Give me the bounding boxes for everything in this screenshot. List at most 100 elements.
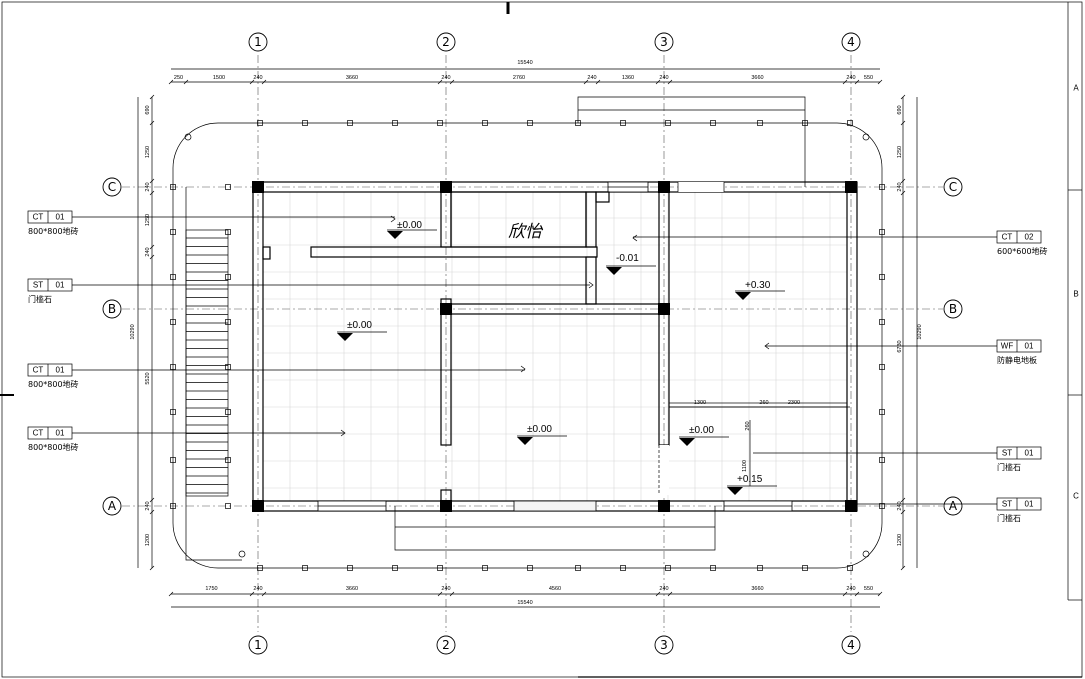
dim-segment-bottom: 240 [659,586,668,592]
svg-text:A: A [108,499,117,513]
dim-segment-top: 240 [441,75,450,81]
axis-bubble-B: B [102,299,122,319]
dim-segment-bottom: 3660 [751,586,763,592]
svg-text:B: B [108,302,116,316]
dim-segment-left: 1250 [145,214,151,226]
axis-bubble-A: A [102,496,122,516]
building-walls [252,181,858,512]
dim-segment-bottom: 240 [846,586,855,592]
svg-text:2: 2 [442,35,450,49]
svg-text:ST: ST [1002,449,1012,458]
svg-text:ST: ST [33,281,43,290]
level-marker: ±0.00 [337,320,387,341]
svg-text:800*800地砖: 800*800地砖 [28,226,79,236]
svg-text:01: 01 [56,213,65,222]
svg-text:01: 01 [1025,342,1034,351]
svg-text:±0.00: ±0.00 [397,220,422,231]
svg-text:门槛石: 门槛石 [997,462,1021,472]
dim-segment-top: 1360 [622,75,634,81]
dim-segment-top: 240 [253,75,262,81]
dim-segment-top: 1500 [213,75,225,81]
axis-bubble-3: 3 [654,32,674,52]
dim-segment-bottom: 1750 [205,586,217,592]
svg-text:1: 1 [254,35,262,49]
structural-columns [252,181,857,512]
level-marker: -0.01 [606,253,656,275]
dim-segment-top: 3660 [346,75,358,81]
axis-bubble-B: B [943,299,963,319]
dim-total-right: 10290 [917,324,923,339]
sheet-edge-mark: B [1073,290,1078,299]
dim-segment-right: 240 [897,501,903,510]
svg-text:1: 1 [254,638,262,652]
svg-text:2: 2 [442,638,450,652]
room-label: 欣怡 [508,222,544,242]
sheet-edge-mark: A [1073,84,1079,93]
material-tag: CT 01 800*800地砖 [27,210,395,236]
dim-segment-top: 240 [846,75,855,81]
svg-text:±0.00: ±0.00 [527,424,552,435]
svg-text:02: 02 [1025,233,1034,242]
dim-segment-bottom: 550 [864,586,873,592]
level-marker: +0.15 [727,474,777,495]
dim-segment-bottom: 240 [253,586,262,592]
svg-text:800*800地砖: 800*800地砖 [28,379,79,389]
axis-bubble-1: 1 [248,32,268,52]
dim-segment-bottom: 240 [441,586,450,592]
svg-text:WF: WF [1001,342,1014,351]
dim-segment-left: 5520 [145,372,151,384]
site-edge-markers [170,120,885,571]
dim-segment-top: 3660 [751,75,763,81]
svg-text:4: 4 [847,35,855,49]
svg-text:CT: CT [33,366,44,375]
dim-total-top: 15540 [517,60,532,66]
material-tag: CT 02 600*600地砖 [633,230,1048,256]
dim-segment-top: 2760 [513,75,525,81]
dim-segment-left: 240 [145,501,151,510]
dim-total-bottom: 15540 [517,600,532,606]
dim-inner: 1100 [742,460,748,472]
axis-bubble-3: 3 [654,635,674,655]
svg-text:800*800地砖: 800*800地砖 [28,442,79,452]
svg-text:门槛石: 门槛石 [997,513,1021,523]
axis-bubble-A: A [943,496,963,516]
level-marker: ±0.00 [679,425,729,446]
sheet-edge-mark: C [1073,492,1079,501]
dim-segment-left: 1200 [145,534,151,546]
svg-text:CT: CT [33,213,44,222]
dim-segment-left: 240 [145,247,151,256]
svg-text:门槛石: 门槛石 [28,294,52,304]
svg-text:A: A [949,499,958,513]
dim-segment-bottom: 3660 [346,586,358,592]
dim-inner: 260 [745,421,751,430]
axis-bubble-C: C [102,177,122,197]
axis-grid-lines [122,55,943,632]
floor-tile-grid [263,192,847,501]
level-marker: ±0.00 [387,220,437,239]
dim-segment-top: 240 [587,75,596,81]
svg-text:C: C [108,180,116,194]
svg-text:ST: ST [1002,500,1012,509]
dim-segment-right: 240 [897,182,903,191]
dim-inner: 2300 [788,400,800,406]
dim-segment-right: 1200 [897,534,903,546]
svg-text:CT: CT [1002,233,1013,242]
svg-text:4: 4 [847,638,855,652]
level-markers: ±0.00 -0.01 +0.30 ±0.00 ±0.00 ±0.00 [337,220,785,495]
svg-text:600*600地砖: 600*600地砖 [997,246,1048,256]
dim-inner: 260 [759,400,768,406]
axis-bubble-2: 2 [436,32,456,52]
svg-text:B: B [949,302,957,316]
svg-text:3: 3 [660,638,668,652]
level-marker: +0.30 [735,280,785,300]
svg-text:±0.00: ±0.00 [347,320,372,331]
dim-segment-top: 250 [174,75,183,81]
direction-arrows [340,215,770,437]
dim-total-left: 10290 [130,324,136,339]
